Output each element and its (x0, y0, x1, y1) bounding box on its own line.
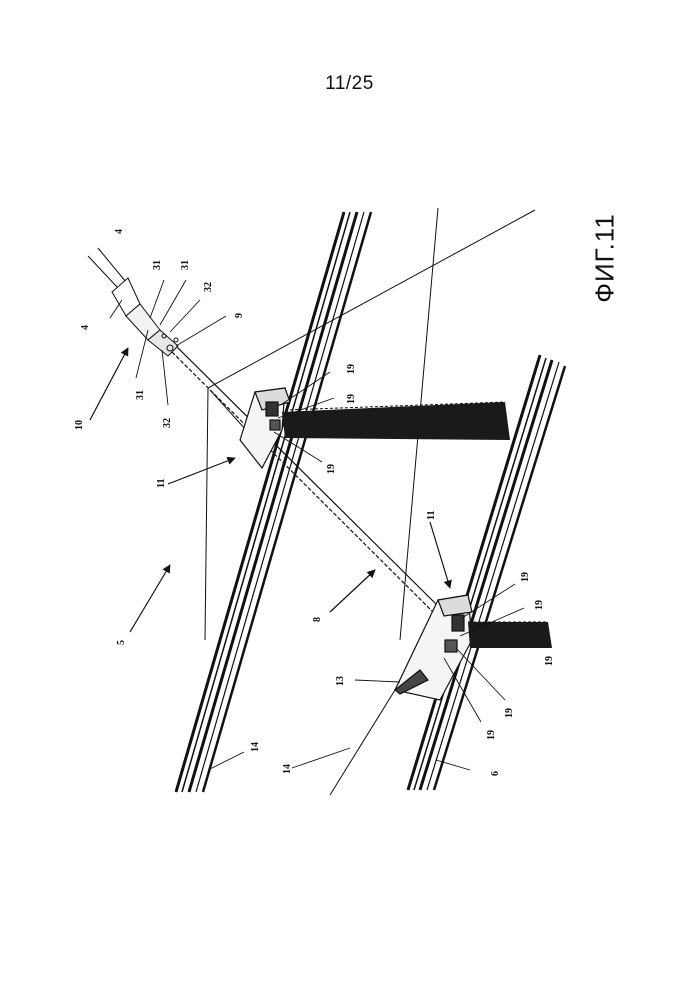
ref-19-g: 19 (504, 708, 515, 718)
ref-32-b: 32 (162, 418, 173, 428)
ref-19-h: 19 (486, 730, 497, 740)
ref-5: 5 (116, 640, 127, 645)
ref-10: 10 (74, 420, 85, 430)
ref-4-top: 4 (114, 229, 125, 234)
ref-9: 9 (234, 313, 245, 318)
ref-4-left: 4 (80, 325, 91, 330)
ref-11-upper: 11 (156, 479, 167, 488)
ref-13: 13 (335, 676, 346, 686)
ref-31-b: 31 (180, 260, 191, 270)
ref-19-f: 19 (544, 656, 555, 666)
ref-8: 8 (312, 617, 323, 622)
ref-11-lower: 11 (426, 511, 437, 520)
ref-14-mid: 14 (282, 764, 293, 774)
lower-carriage (395, 595, 472, 700)
ref-19-c: 19 (326, 464, 337, 474)
upper-carriage (240, 388, 290, 468)
ref-32-a: 32 (203, 282, 214, 292)
ref-31-c: 31 (135, 390, 146, 400)
ref-19-d: 19 (520, 572, 531, 582)
upper-rail (176, 212, 371, 792)
ref-6: 6 (490, 771, 501, 776)
tool-head (88, 248, 178, 356)
lower-post (468, 622, 552, 648)
ref-31-a: 31 (152, 260, 163, 270)
upper-post (282, 402, 510, 440)
ref-19-a: 19 (346, 364, 357, 374)
ref-19-b: 19 (346, 394, 357, 404)
ref-19-e: 19 (534, 600, 545, 610)
construction-lines (205, 208, 535, 795)
ref-14-left: 14 (250, 742, 261, 752)
